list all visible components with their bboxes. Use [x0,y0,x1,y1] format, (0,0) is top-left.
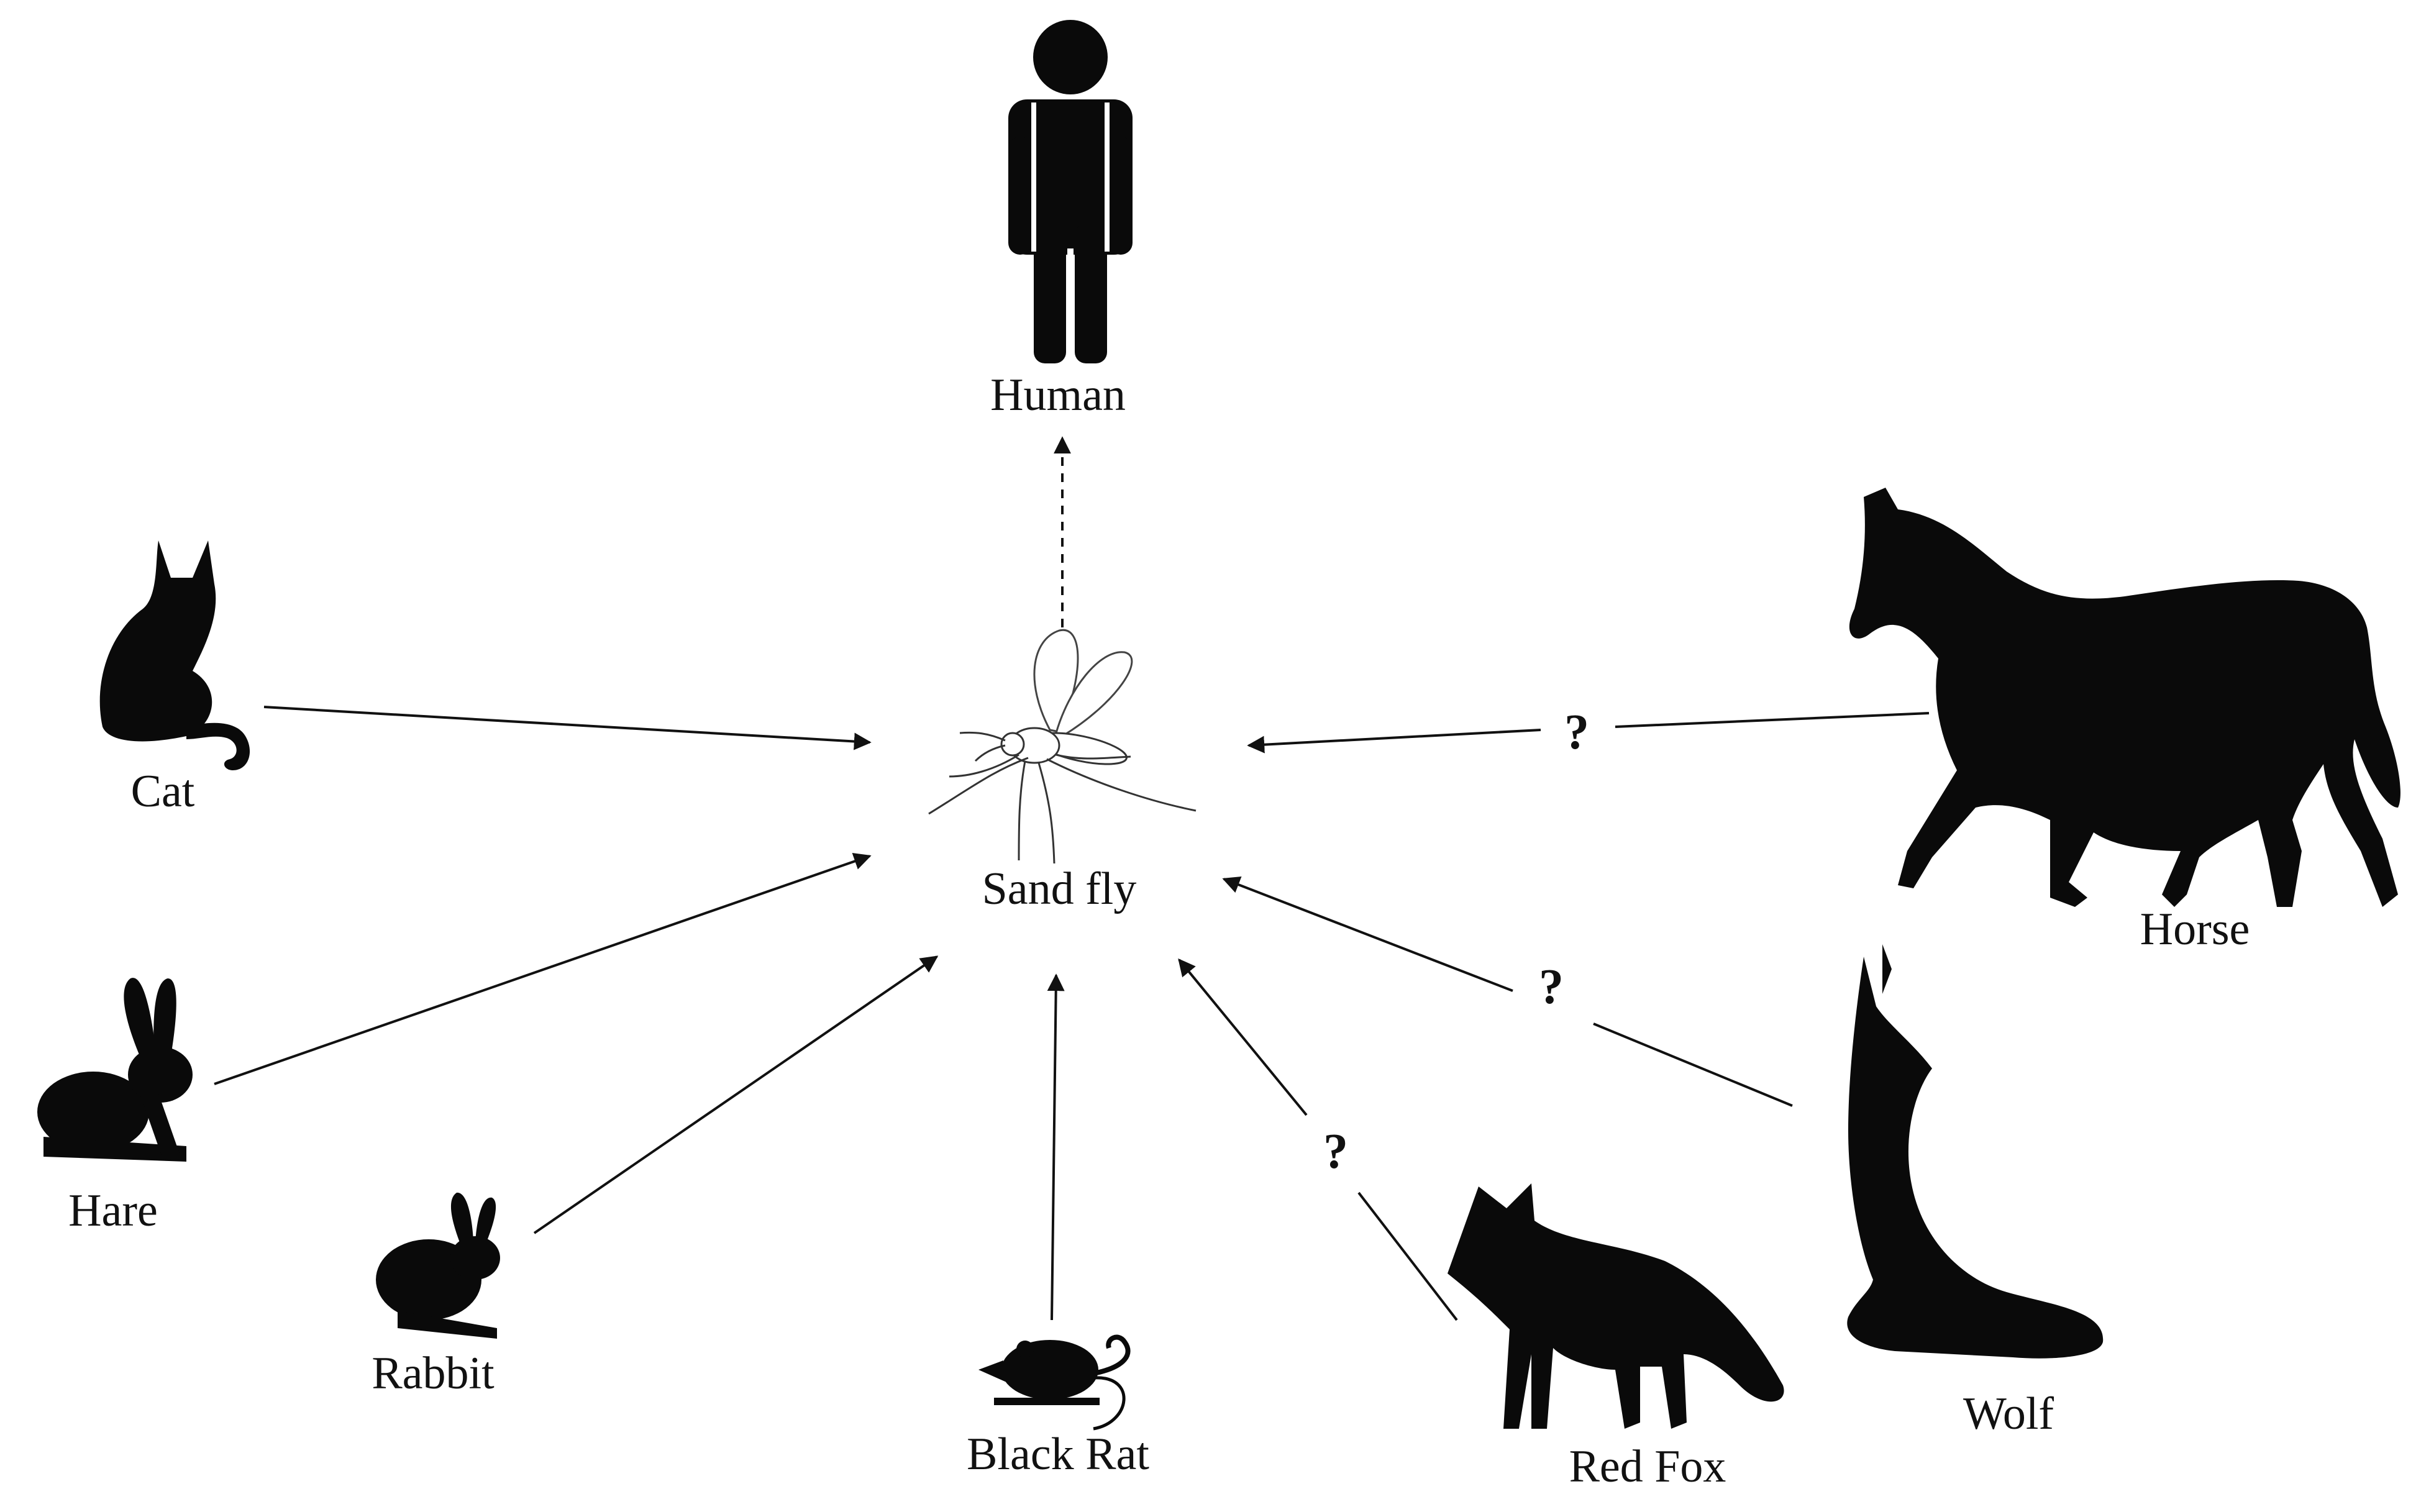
redfox-label: Red Fox [1569,1441,1726,1492]
human-label: Human [990,370,1126,421]
edge-rabbit-to-sandfly [533,955,939,1234]
horse-icon [1849,488,2400,907]
node-horse: Horse [1849,488,2400,955]
edge-horse-to-sandfly-right [1615,712,1930,728]
edge-label-wolf: ? [1539,960,1564,1014]
rabbit-label: Rabbit [372,1348,495,1399]
edge-redfox-to-sandfly-upper [1178,958,1308,1116]
human-icon [1008,20,1133,363]
wolf-icon [1847,944,2104,1359]
edge-label-horse: ? [1564,705,1589,760]
blackrat-label: Black Rat [967,1429,1149,1480]
wolf-label: Wolf [1963,1388,2054,1439]
edge-label-redfox: ? [1323,1124,1348,1179]
edge-labels: ? ? ? [1323,705,1589,1179]
node-hare: Hare [37,978,193,1236]
node-rabbit: Rabbit [372,1192,500,1399]
sandfly-label: Sand fly [982,863,1137,914]
edge-redfox-to-sandfly-lower [1357,1191,1458,1321]
node-cat: Cat [99,540,250,817]
edges [214,436,1930,1321]
node-redfox: Red Fox [1448,1183,1784,1492]
horse-label: Horse [2140,904,2250,955]
sandfly-icon [928,629,1197,864]
hare-icon [37,978,193,1162]
edge-hare-to-sandfly [214,853,872,1085]
edge-wolf-to-sandfly-lower [1593,1022,1793,1107]
node-wolf: Wolf [1847,944,2104,1439]
node-blackrat: Black Rat [967,1334,1149,1480]
rabbit-icon [376,1192,500,1339]
edge-cat-to-sandfly [263,706,872,750]
edge-blackrat-to-sandfly [1047,973,1065,1321]
fox-icon [1448,1183,1784,1429]
hare-label: Hare [68,1185,158,1236]
node-sandfly: Sand fly [928,629,1197,914]
rat-icon [978,1334,1131,1431]
edge-wolf-to-sandfly-upper [1222,877,1513,992]
edge-horse-to-sandfly-left [1247,729,1541,754]
cat-icon [99,540,250,770]
cat-label: Cat [131,766,195,817]
node-human: Human [990,20,1133,421]
